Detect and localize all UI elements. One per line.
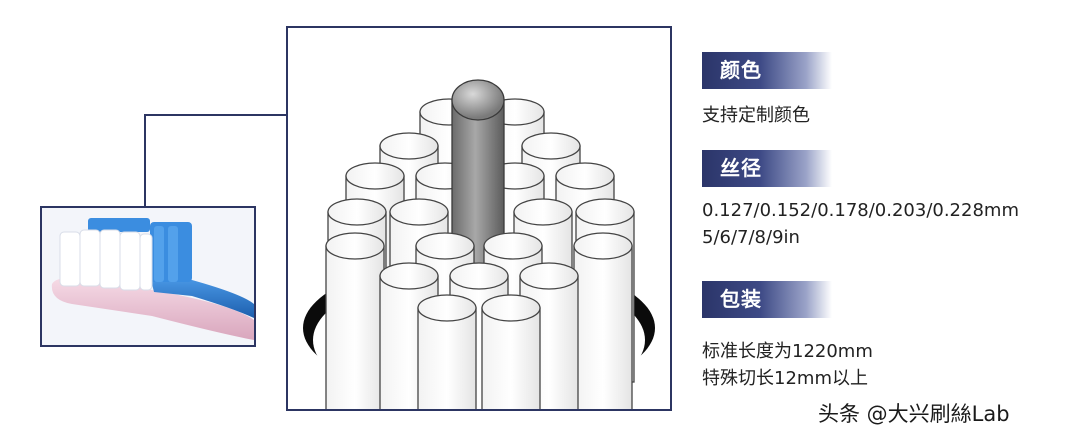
color-description: 支持定制颜色 (702, 105, 810, 126)
packaging-tag-label: 包装 (720, 287, 762, 311)
packaging-standard-length: 标准长度为1220mm (702, 341, 873, 362)
diameter-tag-label: 丝径 (720, 156, 762, 180)
bristle-bundle-diagram (303, 79, 655, 409)
diameter-tag: 丝径 (702, 150, 832, 187)
packaging-tag: 包装 (702, 281, 832, 318)
color-tag-label: 颜色 (720, 58, 762, 82)
color-tag: 颜色 (702, 52, 832, 89)
connector-vertical (144, 114, 146, 207)
toothbrush-illustration (42, 208, 254, 345)
toothbrush-image (40, 206, 256, 347)
diameter-in: 5/6/7/8/9in (702, 227, 800, 248)
connector-horizontal (144, 114, 287, 116)
bristle-diagram (286, 26, 672, 411)
diameter-mm: 0.127/0.152/0.178/0.203/0.228mm (702, 200, 1019, 221)
watermark: 头条 @大兴刷絲Lab (818, 402, 1010, 426)
packaging-custom-length: 特殊切长12mm以上 (702, 368, 868, 389)
